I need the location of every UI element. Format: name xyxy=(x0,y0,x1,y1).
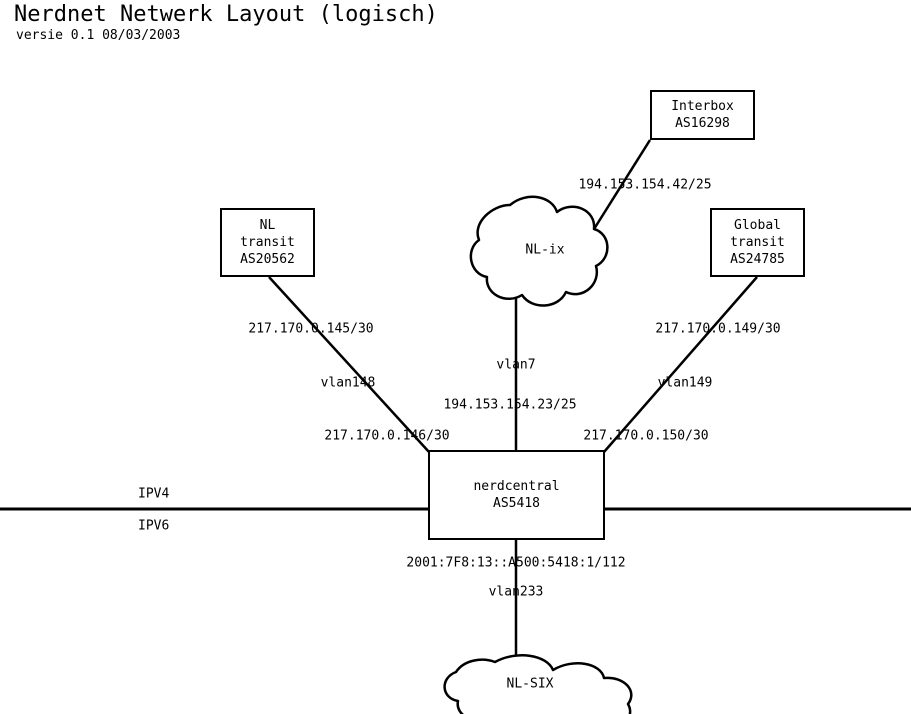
nl-six-cloud-shape xyxy=(443,654,633,714)
node-nerdcentral[interactable]: nerdcentral AS5418 xyxy=(428,450,605,540)
node-nl-ix-label: NL-ix xyxy=(525,242,565,258)
node-nl-transit-asn: AS20562 xyxy=(240,252,295,267)
node-nl-six-label: NL-SIX xyxy=(506,676,554,692)
node-interbox-asn: AS16298 xyxy=(675,116,730,131)
node-global-transit[interactable]: Global transit AS24785 xyxy=(710,208,805,277)
node-nerdcentral-name: nerdcentral xyxy=(473,479,560,494)
page-title: Nerdnet Netwerk Layout (logisch) xyxy=(14,2,438,27)
page-subtitle: versie 0.1 08/03/2003 xyxy=(16,28,181,43)
node-interbox-name: Interbox xyxy=(671,99,734,114)
node-global-transit-asn: AS24785 xyxy=(730,252,785,267)
node-global-transit-line1: Global xyxy=(734,218,781,233)
node-nl-transit[interactable]: NL transit AS20562 xyxy=(220,208,315,277)
node-nl-transit-line2: transit xyxy=(240,235,295,250)
node-nl-transit-line1: NL xyxy=(259,218,276,233)
node-global-transit-line2: transit xyxy=(730,235,785,250)
node-interbox[interactable]: Interbox AS16298 xyxy=(650,90,755,140)
link-nltransit-nerdcentral xyxy=(268,276,430,453)
nl-ix-cloud-shape xyxy=(469,195,609,307)
link-globaltransit-nerdcentral xyxy=(603,276,758,453)
node-nerdcentral-asn: AS5418 xyxy=(493,496,540,511)
